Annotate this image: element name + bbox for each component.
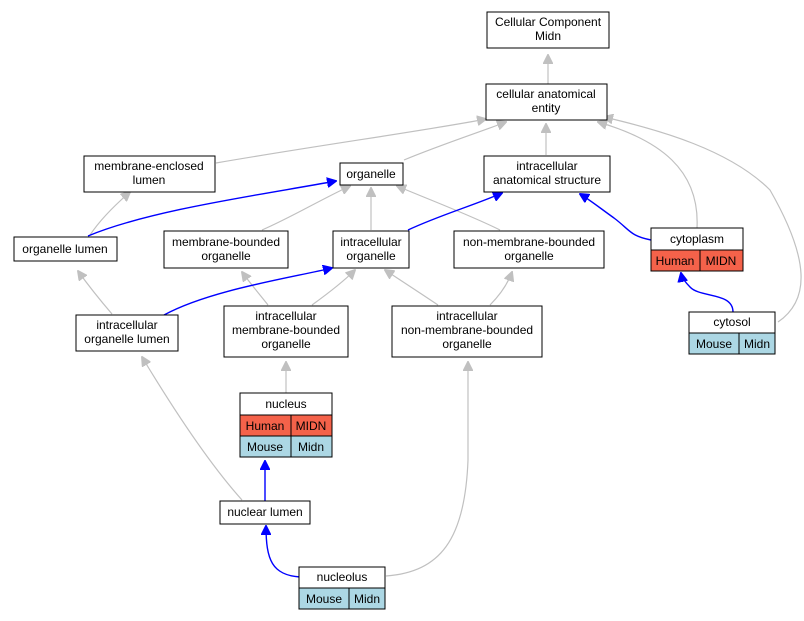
gene-label: Midn <box>298 440 324 454</box>
node-label: intracellular <box>516 159 577 173</box>
node-membrane-bounded-organelle: membrane-bounded organelle <box>163 230 289 269</box>
edge-nmbo-to-organelle <box>397 186 501 231</box>
node-intracellular-organelle-lumen: intracellular organelle lumen <box>75 314 179 352</box>
node-cellular-component: Cellular Component Midn <box>486 11 610 49</box>
edge-olumen-to-organelle <box>87 181 336 237</box>
node-label: nucleolus <box>317 570 368 584</box>
gene-cell-mouse <box>290 435 333 458</box>
node-label: entity <box>532 101 561 115</box>
node-organelle: organelle <box>339 162 404 186</box>
gene-label: MIDN <box>706 254 737 268</box>
edge-cytoplasm-to-cae <box>598 122 698 229</box>
node-label: Midn <box>535 29 561 43</box>
node-intracellular-membrane-bounded-organelle: intracellular membrane-bounded organelle <box>223 305 349 358</box>
edge-imbo-to-io <box>311 270 355 306</box>
edges-part-of <box>87 181 734 578</box>
node-label: organelle lumen <box>84 332 169 346</box>
node-cytosol: cytosol Mouse Midn <box>688 311 776 355</box>
species-label: Human <box>246 419 285 433</box>
edge-nlumen-to-iol <box>142 357 243 501</box>
node-membrane-enclosed-lumen: membrane-enclosed lumen <box>83 155 216 193</box>
species-label: Mouse <box>247 440 283 454</box>
gene-cell-human <box>699 249 744 272</box>
node-label: intracellular <box>96 318 157 332</box>
node-label: organelle <box>442 337 492 351</box>
edge-organelle-to-cae <box>403 122 506 161</box>
edge-iol-to-io <box>163 268 332 316</box>
edge-olumen-to-mel <box>89 192 130 236</box>
node-label: nucleus <box>265 397 306 411</box>
node-label: non-membrane-bounded <box>463 235 595 249</box>
node-label: intracellular <box>340 235 401 249</box>
gene-cell-mouse <box>738 332 776 355</box>
edge-inmbo-to-nmbo <box>489 272 512 306</box>
node-label: Cellular Component <box>495 15 602 29</box>
node-non-membrane-bounded-organelle: non-membrane-bounded organelle <box>453 230 605 269</box>
node-label: cellular anatomical <box>496 87 595 101</box>
node-label: organelle <box>261 337 311 351</box>
edge-mel-to-cae <box>215 119 486 164</box>
node-intracellular-non-membrane-bounded-organelle: intracellular non-membrane-bounded organ… <box>391 305 543 358</box>
gene-label: Midn <box>744 337 770 351</box>
node-label: intracellular <box>255 309 316 323</box>
node-label: organelle lumen <box>22 242 107 256</box>
edge-mbo-to-organelle <box>261 186 350 231</box>
node-cytoplasm: cytoplasm Human MIDN <box>650 227 744 272</box>
species-label: Mouse <box>696 337 732 351</box>
node-label: membrane-bounded <box>172 235 280 249</box>
node-label: cytoplasm <box>670 232 724 246</box>
node-intracellular-organelle: intracellular organelle <box>332 230 410 269</box>
node-label: anatomical structure <box>493 173 601 187</box>
edge-io-to-ias <box>407 193 502 231</box>
node-label: organelle <box>201 249 251 263</box>
species-label: Human <box>656 254 695 268</box>
edge-imbo-to-mbo <box>242 272 269 306</box>
node-label: membrane-bounded <box>232 323 340 337</box>
gene-label: MIDN <box>296 419 327 433</box>
node-organelle-lumen: organelle lumen <box>13 236 118 262</box>
edge-nucleolus-to-nlumen <box>266 526 301 578</box>
edge-cytosol-to-cae <box>604 117 802 323</box>
edge-iol-to-olumen <box>78 271 113 315</box>
node-intracellular-anatomical-structure: intracellular anatomical structure <box>483 155 611 193</box>
edge-cytosol-to-cytoplasm <box>681 273 734 313</box>
node-label: lumen <box>133 173 166 187</box>
node-label: organelle <box>346 249 396 263</box>
edge-cytoplasm-to-ias <box>580 194 652 241</box>
edge-inmbo-to-io <box>385 270 439 306</box>
edge-nucleolus-to-inmbo <box>385 362 468 577</box>
node-label: intracellular <box>436 309 497 323</box>
node-label: membrane-enclosed <box>94 159 203 173</box>
edges-is-a <box>78 55 802 577</box>
species-label: Mouse <box>306 592 342 606</box>
node-label: cytosol <box>713 315 750 329</box>
node-nucleolus: nucleolus Mouse Midn <box>298 566 386 610</box>
gene-label: Midn <box>354 592 380 606</box>
node-label: nuclear lumen <box>227 505 302 519</box>
node-cellular-anatomical-entity: cellular anatomical entity <box>485 83 608 121</box>
node-nucleus: nucleus Human MIDN Mouse Midn <box>239 392 333 458</box>
node-nuclear-lumen: nuclear lumen <box>219 500 311 525</box>
node-label: organelle <box>346 167 396 181</box>
node-label: non-membrane-bounded <box>401 323 533 337</box>
node-label: organelle <box>504 249 554 263</box>
gene-cell-mouse <box>348 587 386 610</box>
